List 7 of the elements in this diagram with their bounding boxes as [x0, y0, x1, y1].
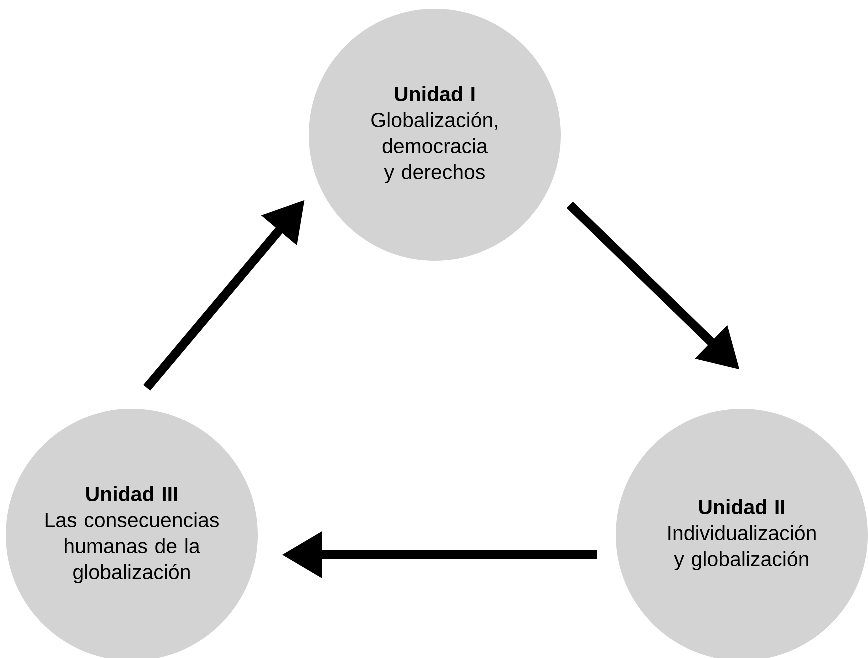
unit-description: Las consecuencias humanas de la globalización — [46, 512, 219, 584]
unit-description: Globalización, democracia y derechos — [372, 112, 498, 184]
unit-circle — [309, 9, 561, 261]
unit-heading: Unidad III — [86, 486, 178, 502]
unit-description: Individualización y globalización — [668, 525, 816, 571]
unit-heading: Unidad II — [699, 499, 784, 514]
unit-heading: Unidad I — [395, 86, 475, 102]
